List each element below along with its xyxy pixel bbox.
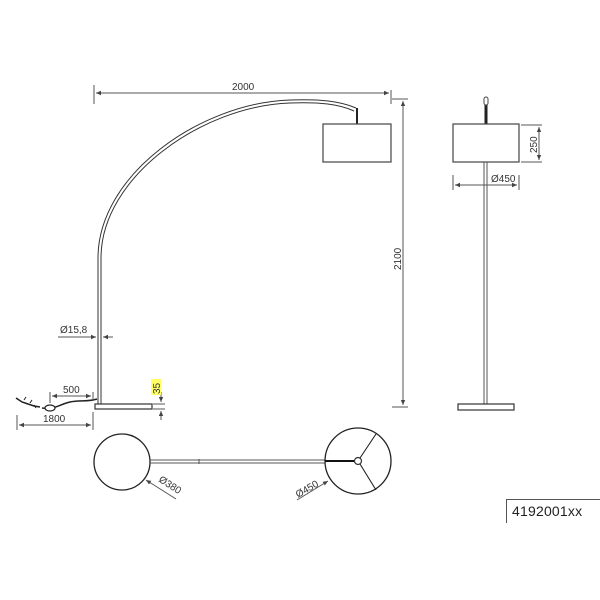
cable-switch-dimension — [49, 392, 94, 403]
lamp-shade — [322, 123, 392, 163]
top-view: Ø380 Ø450 — [93, 427, 392, 501]
top-shade-spoke-2 — [359, 433, 377, 459]
front-view: 250 Ø450 — [452, 96, 542, 411]
tube-diameter-label: Ø15,8 — [60, 325, 88, 336]
front-shade-diameter-dimension — [452, 175, 520, 190]
top-shade-diameter-leader — [296, 480, 329, 501]
shade-height-label: 250 — [529, 136, 540, 153]
front-lamp-shade — [452, 123, 520, 163]
front-shade-diameter-label: Ø450 — [491, 174, 516, 185]
inline-switch-icon — [44, 404, 56, 412]
base-diameter-leader — [145, 479, 177, 500]
product-code: 4192001xx — [506, 499, 600, 523]
top-shade-hub — [353, 456, 363, 466]
top-shade-diameter-label: Ø450 — [294, 479, 321, 501]
front-hanger-top — [483, 96, 489, 106]
highlight-marker — [151, 379, 161, 395]
cable-switch-label: 500 — [63, 385, 80, 396]
top-base-circle — [93, 433, 151, 491]
shade-height-dimension — [521, 124, 542, 163]
arc-tube — [97, 99, 357, 407]
total-height-dimension — [392, 98, 408, 408]
base-height-label: 35 — [152, 382, 163, 394]
plug-icon — [15, 397, 41, 408]
base-height-dimension — [153, 392, 165, 420]
cable-length-dimension — [16, 412, 94, 430]
reach-width-dimension — [93, 85, 392, 104]
side-view: 2000 2100 Ø15,8 — [15, 82, 408, 430]
reach-width-label: 2000 — [232, 82, 255, 93]
top-shade-spoke-3 — [359, 463, 377, 491]
front-base — [457, 403, 515, 411]
base-diameter-label: Ø380 — [156, 474, 183, 497]
cable-length-label: 1800 — [43, 414, 66, 425]
total-height-label: 2100 — [393, 247, 404, 270]
plug-detail — [23, 396, 37, 409]
lamp-base-side — [94, 403, 153, 410]
